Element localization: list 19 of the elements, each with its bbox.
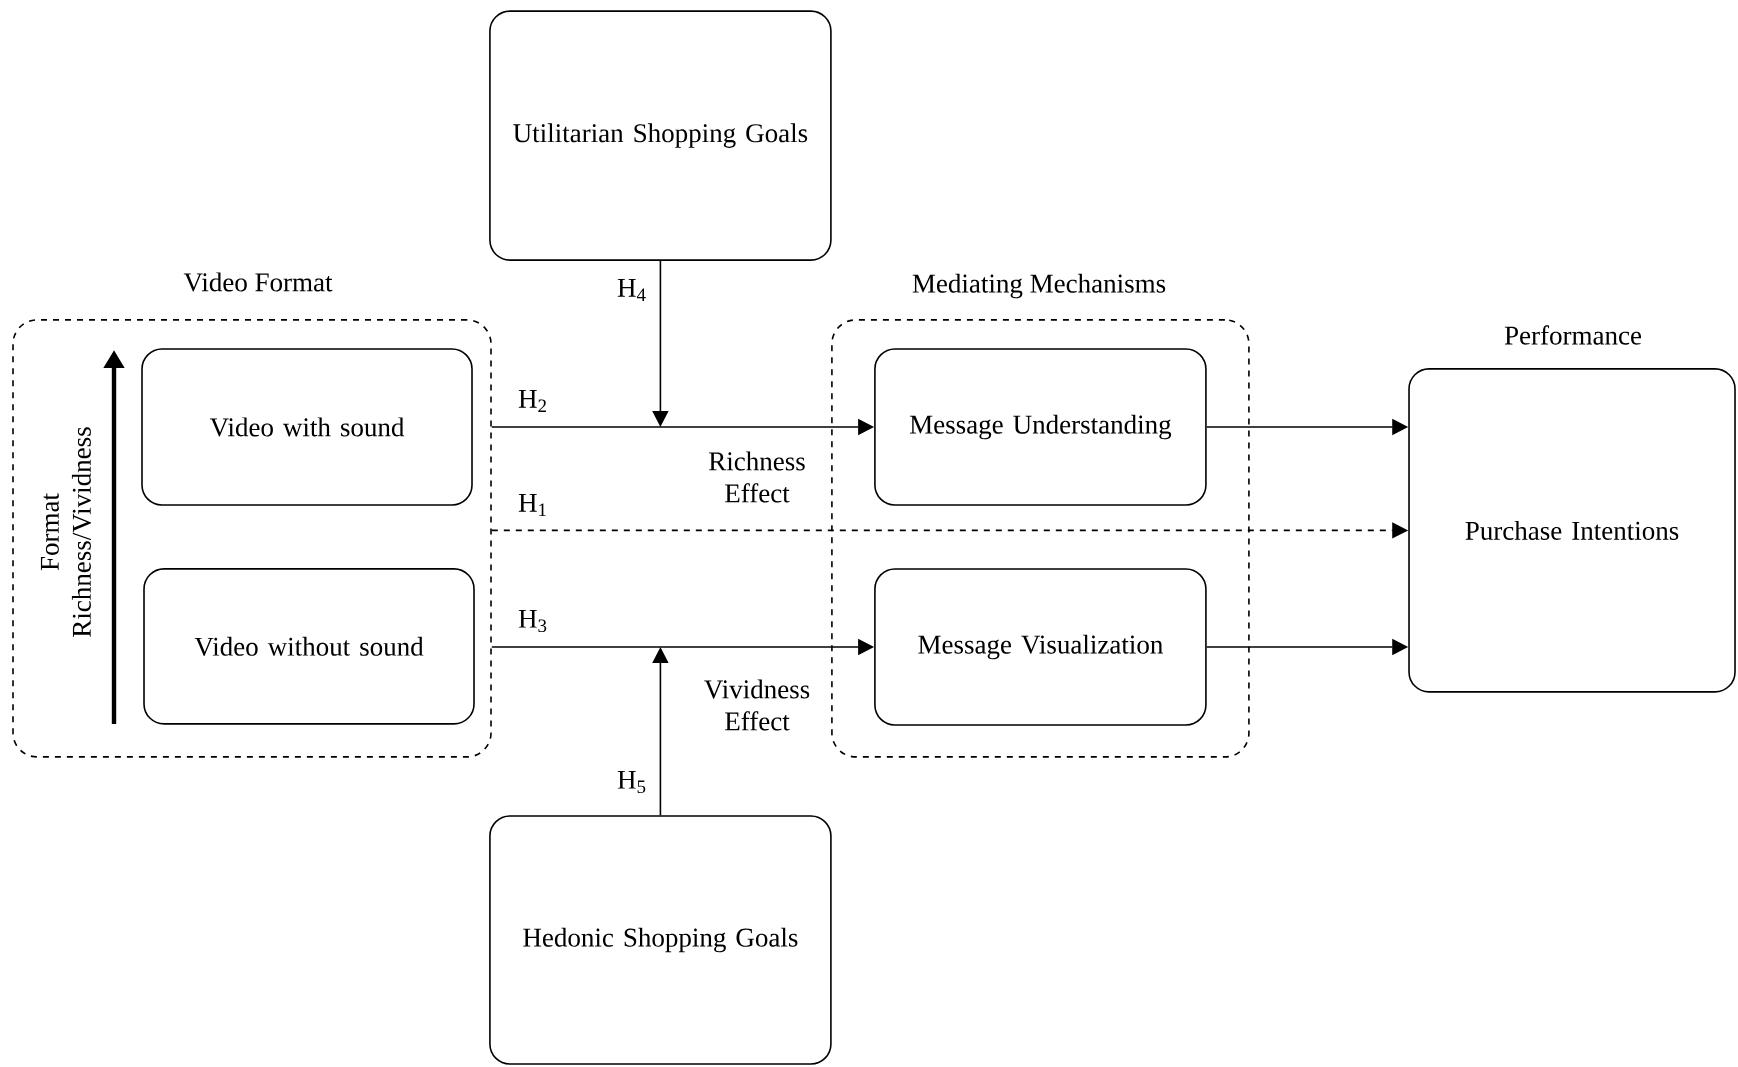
rounded-box: Hedonic Shopping Goals [489, 815, 832, 1065]
arrow [652, 260, 669, 427]
edge-label: H$_{5}$ [615, 768, 649, 796]
edge-label: H$_{1}$ [516, 492, 550, 518]
rounded-box: Video with sound [141, 348, 473, 506]
group-heading: Mediating Mechanisms [912, 273, 1166, 299]
edge-label: H$_{3}$ [516, 607, 550, 635]
effect-label: Vividness Effect [704, 679, 810, 731]
rounded-box: Message Visualization [874, 568, 1207, 726]
group-heading: Video Format [183, 272, 333, 292]
edge-label: H$_{4}$ [615, 277, 649, 303]
effect-label: Richness Effect [709, 451, 805, 503]
group-heading: Performance [1504, 325, 1642, 345]
rounded-box: Utilitarian Shopping Goals [489, 10, 832, 261]
rounded-box: Purchase Intentions [1408, 368, 1736, 693]
edge-label: H$_{2}$ [516, 388, 550, 414]
axis-label: Format Richness/Vividness [40, 427, 92, 637]
rounded-box: Message Understanding [874, 348, 1207, 506]
rounded-box: Video without sound [143, 568, 475, 725]
